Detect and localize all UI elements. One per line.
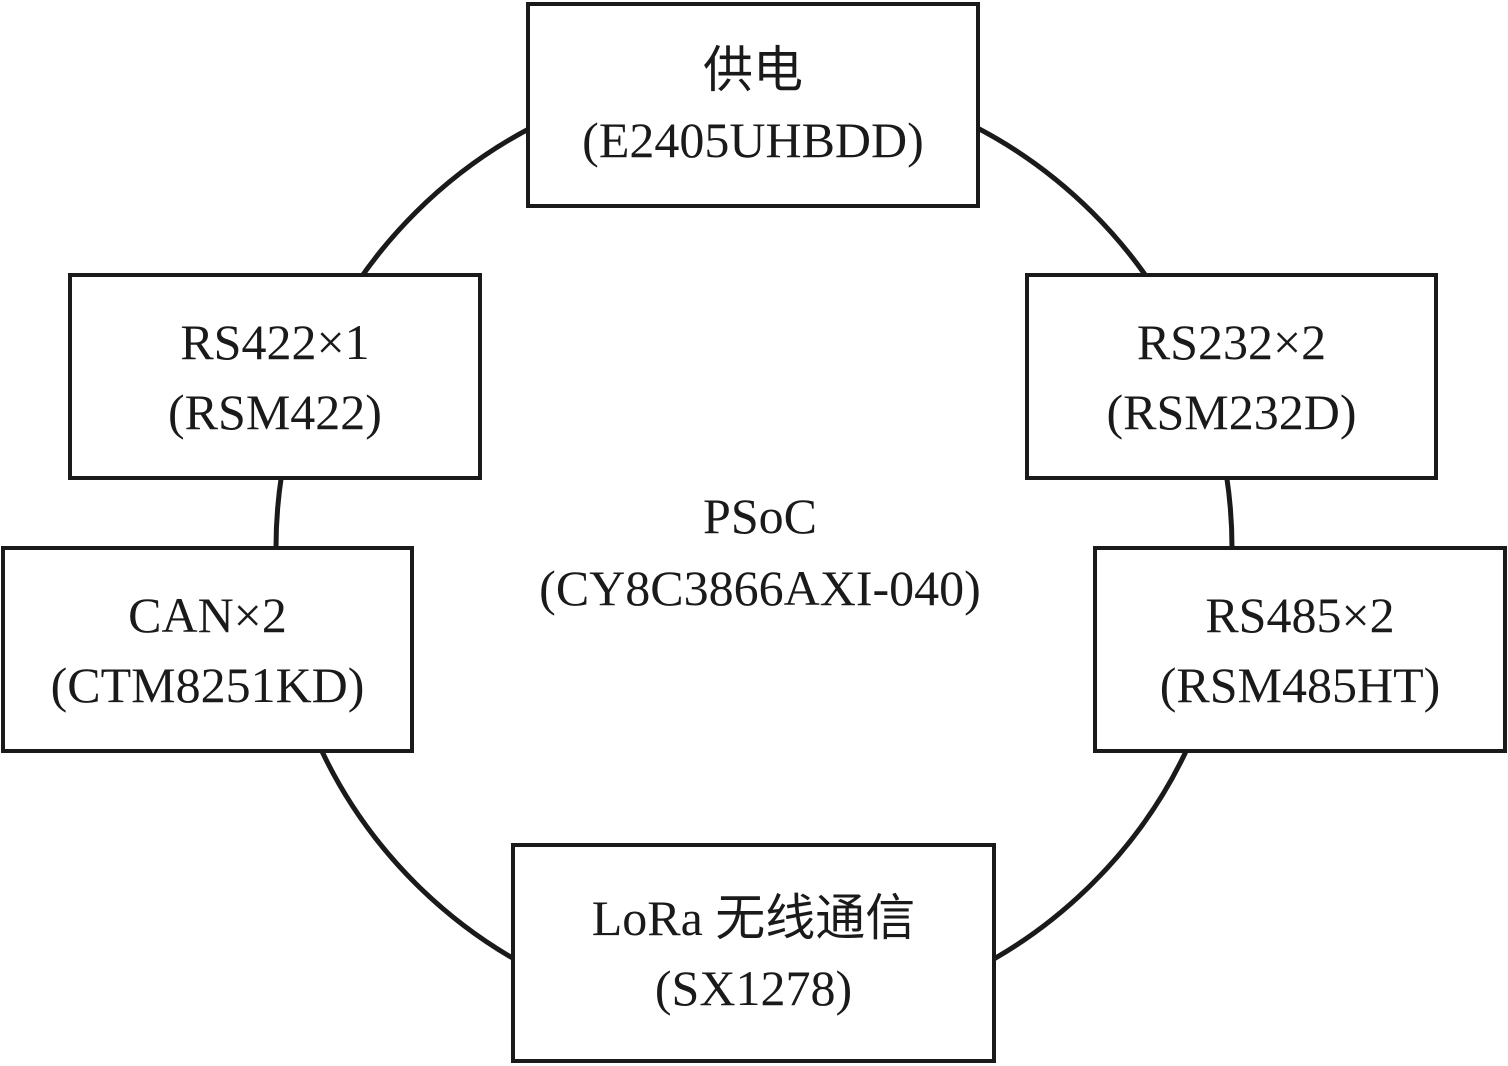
rs422-module-part: (RSM422): [168, 383, 382, 440]
rs232-module-box: RS232×2 (RSM232D): [1025, 273, 1438, 480]
rs485-module-name: RS485×2: [1205, 586, 1395, 643]
rs232-module-name: RS232×2: [1136, 313, 1327, 370]
lora-module-name: LoRa 无线通信: [591, 890, 916, 946]
psoc-core-label: PSoC (CY8C3866AXI-040): [460, 480, 1060, 624]
rs232-module-part: (RSM232D): [1106, 383, 1357, 440]
can-module-name: CAN×2: [128, 586, 287, 643]
rs485-module-box: RS485×2 (RSM485HT): [1093, 546, 1507, 753]
power-module-box: 供电 (E2405UHBDD): [526, 2, 980, 208]
lora-module-part: (SX1278): [654, 960, 853, 1016]
rs422-module-name: RS422×1: [180, 313, 370, 370]
can-module-part: (CTM8251KD): [50, 656, 365, 713]
power-module-name: 供电: [703, 42, 803, 98]
psoc-name: PSoC: [703, 488, 817, 544]
rs485-module-part: (RSM485HT): [1159, 656, 1441, 713]
lora-module-box: LoRa 无线通信 (SX1278): [511, 843, 996, 1063]
psoc-part-number: (CY8C3866AXI-040): [539, 560, 981, 616]
power-module-part: (E2405UHBDD): [582, 112, 924, 168]
can-module-box: CAN×2 (CTM8251KD): [1, 546, 414, 753]
rs422-module-box: RS422×1 (RSM422): [68, 273, 482, 480]
